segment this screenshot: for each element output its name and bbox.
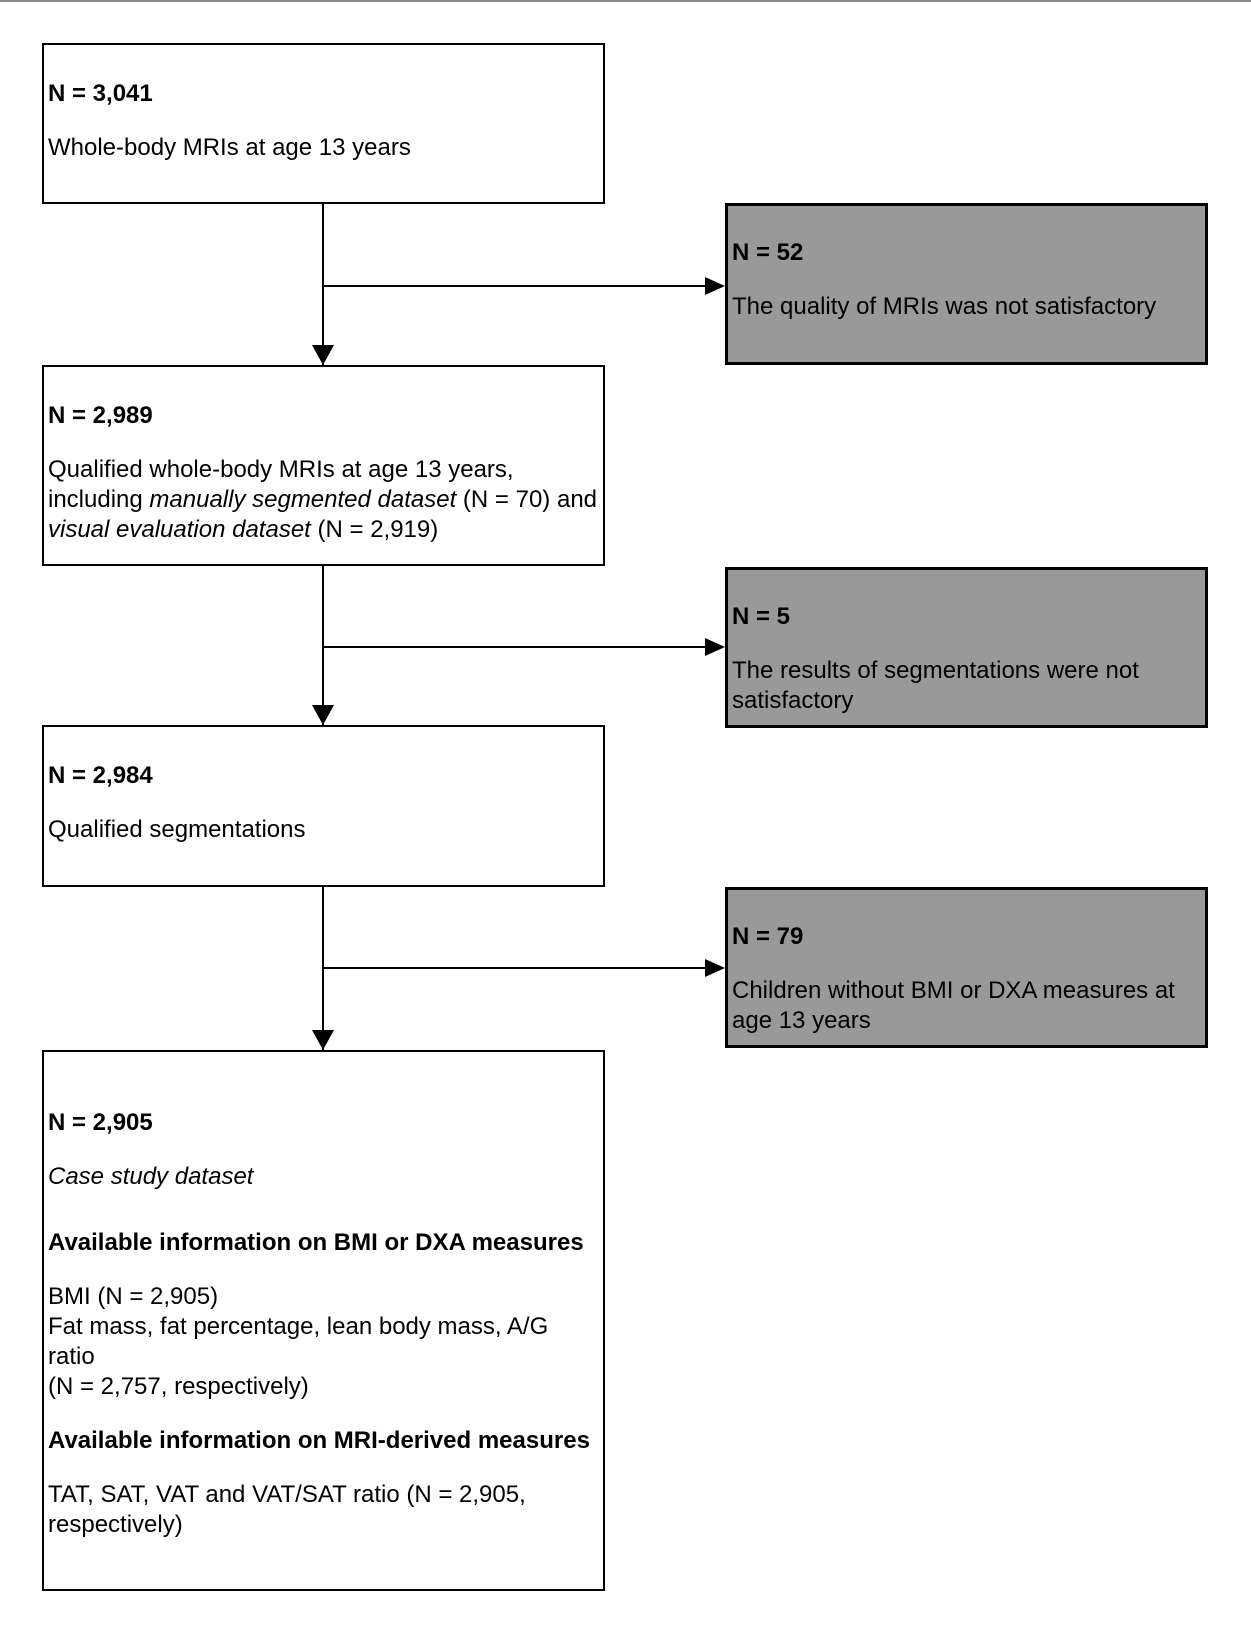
arrowhead-right-to-excl1 (705, 277, 725, 295)
exclusion-box-missing-measures: N = 79 Children without BMI or DXA measu… (725, 887, 1208, 1048)
case-study-dataset-label: Case study dataset (48, 1163, 254, 1190)
box1-count: N = 3,041 (48, 80, 153, 107)
mri-derived-section-heading: Available information on MRI-derived mea… (48, 1427, 590, 1454)
excl1-count: N = 52 (732, 239, 804, 266)
arrowhead-down-to-box4 (312, 1030, 334, 1050)
flow-box-qualified-mris: N = 2,989 Qualified whole-body MRIs at a… (42, 365, 605, 566)
flow-box-case-study-dataset: N = 2,905 Case study dataset Available i… (42, 1050, 605, 1591)
excl2-count: N = 5 (732, 603, 791, 630)
bmi-dxa-section-heading: Available information on BMI or DXA meas… (48, 1229, 584, 1256)
manually-segmented-dataset-label: manually segmented dataset (149, 486, 457, 513)
connector-branch-excl1 (322, 285, 707, 287)
exclusion-box-quality: N = 52 The quality of MRIs was not satis… (725, 203, 1208, 365)
connector-box2-box3 (322, 566, 324, 725)
arrowhead-right-to-excl3 (705, 959, 725, 977)
arrowhead-right-to-excl2 (705, 638, 725, 656)
excl1-description: The quality of MRIs was not satisfactory (732, 293, 1157, 320)
arrowhead-down-to-box2 (312, 345, 334, 365)
box4-count: N = 2,905 (48, 1109, 153, 1136)
connector-box1-box2 (322, 204, 324, 365)
mri-derived-section-body: TAT, SAT, VAT and VAT/SAT ratio (N = 2,9… (48, 1481, 526, 1538)
connector-branch-excl2 (322, 646, 707, 648)
flow-box-whole-body-mris: N = 3,041 Whole-body MRIs at age 13 year… (42, 43, 605, 204)
box2-description: Qualified whole-body MRIs at age 13 year… (48, 456, 598, 543)
arrowhead-down-to-box3 (312, 705, 334, 725)
excl3-description: Children without BMI or DXA measures at … (732, 977, 1175, 1034)
exclusion-box-segmentation-results: N = 5 The results of segmentations were … (725, 567, 1208, 728)
top-edge-rule (0, 0, 1251, 2)
connector-branch-excl3 (322, 967, 707, 969)
flow-box-qualified-segmentations: N = 2,984 Qualified segmentations (42, 725, 605, 887)
bmi-dxa-section-body: BMI (N = 2,905) Fat mass, fat percentage… (48, 1283, 549, 1400)
box1-description: Whole-body MRIs at age 13 years (48, 134, 411, 161)
box3-count: N = 2,984 (48, 762, 153, 789)
excl3-count: N = 79 (732, 923, 804, 950)
visual-evaluation-dataset-label: visual evaluation dataset (48, 516, 311, 543)
box3-description: Qualified segmentations (48, 816, 306, 843)
box2-count: N = 2,989 (48, 402, 153, 429)
excl2-description: The results of segmentations were not sa… (732, 657, 1139, 714)
